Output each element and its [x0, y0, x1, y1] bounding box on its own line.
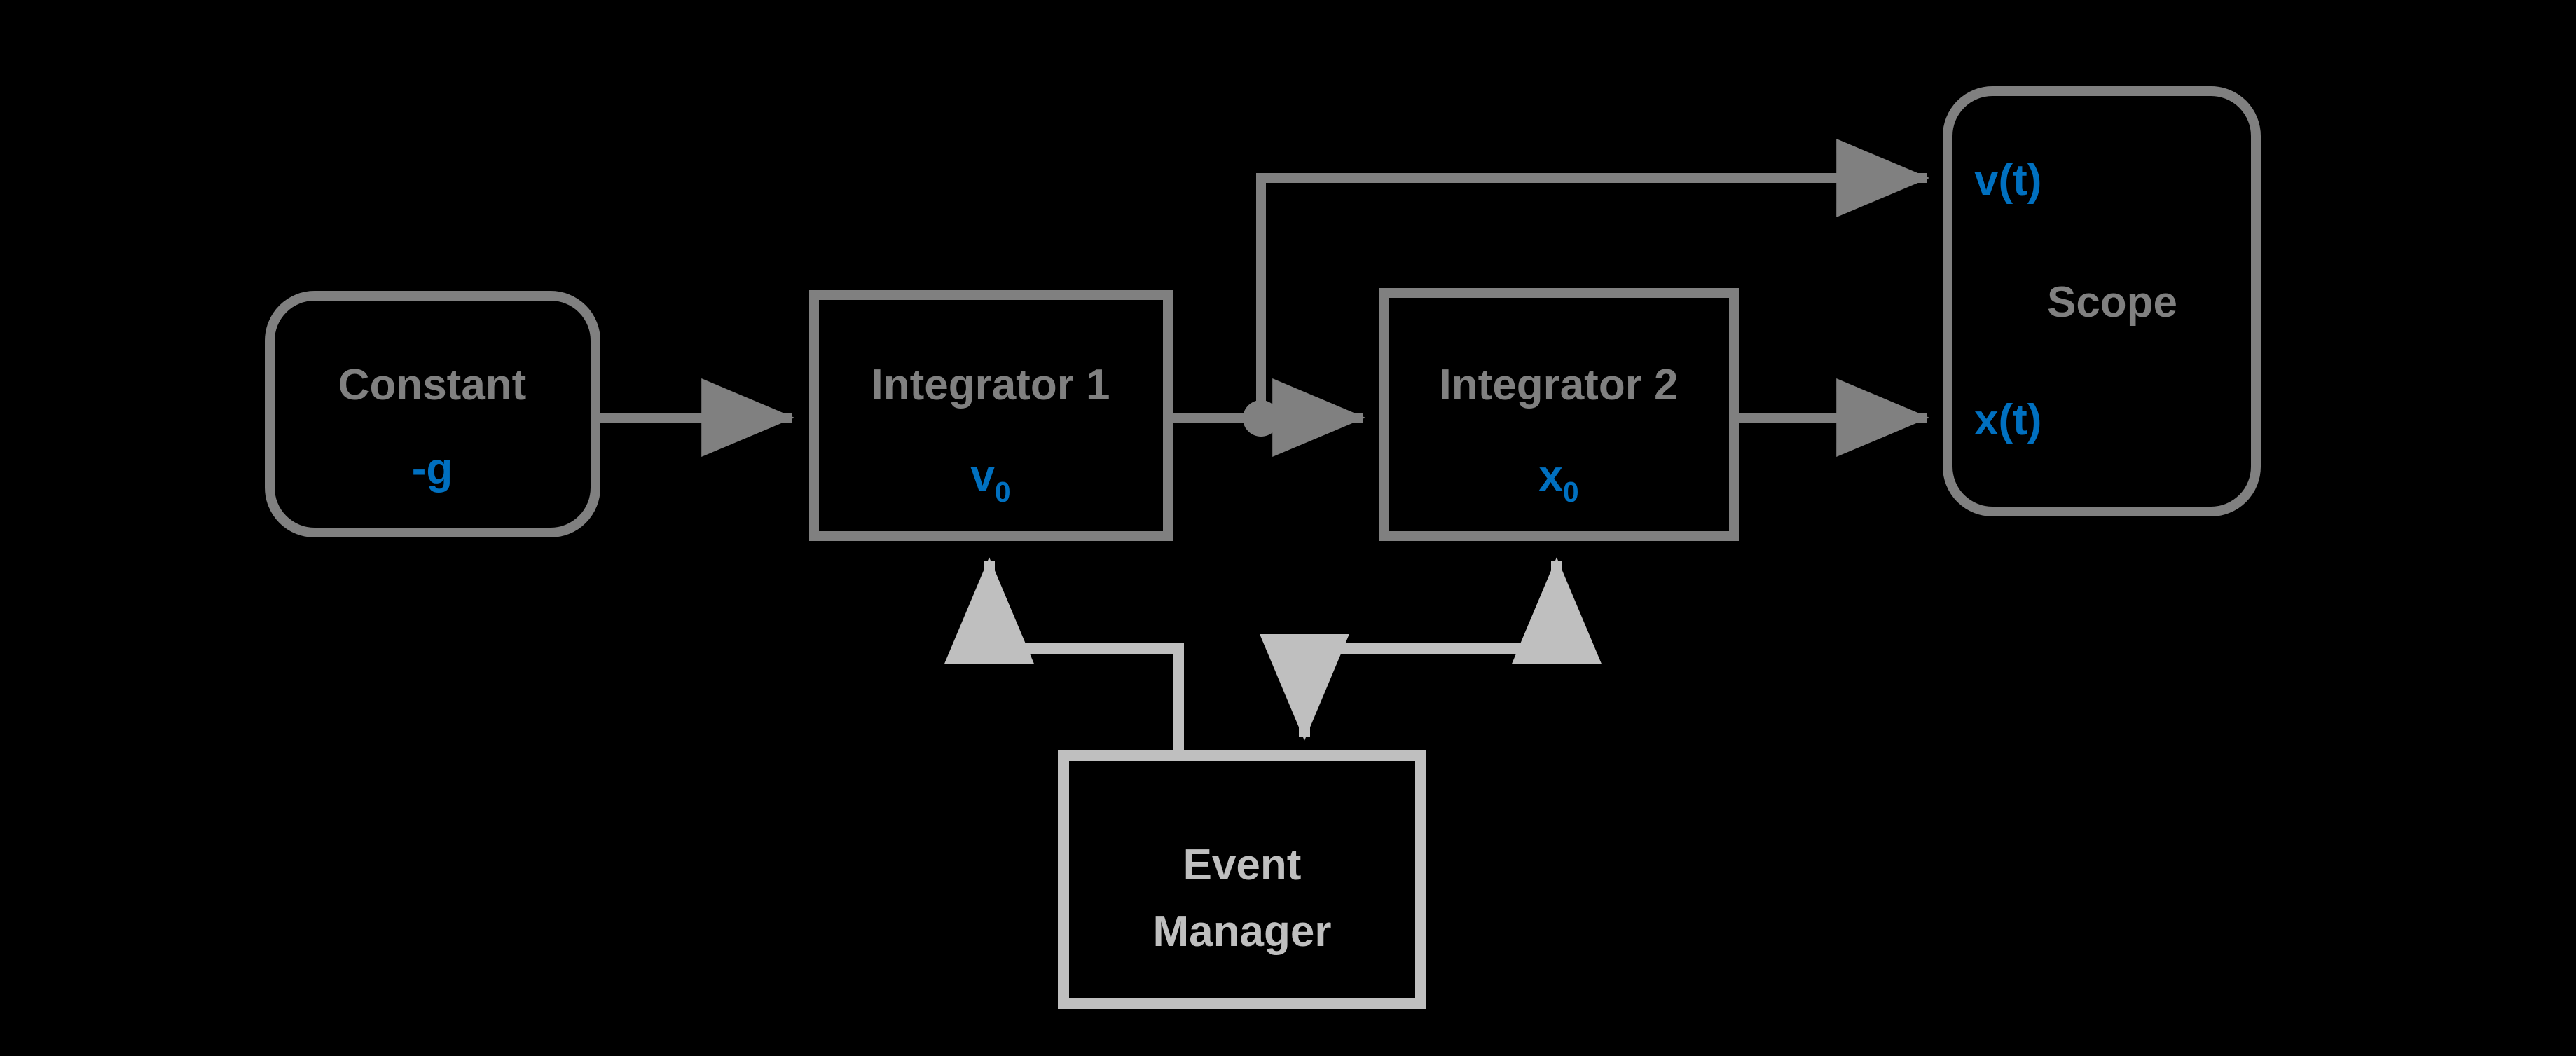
integrator-2-block-param: x0: [1538, 452, 1578, 508]
integrator-2-block-label: Integrator 2: [1439, 361, 1678, 409]
integrator-2-block[interactable]: Integrator 2 x0: [1379, 288, 1739, 541]
integrator-1-block-label: Integrator 1: [871, 361, 1110, 409]
scope-block-label: Scope: [2047, 278, 2177, 327]
integrator-1-block[interactable]: Integrator 1 v0: [809, 290, 1173, 541]
scope-port-v-of-t-label: v(t): [1974, 156, 2041, 205]
event-manager-block-outline: [1058, 750, 1426, 1009]
integrator-2-param-base: x: [1538, 452, 1563, 500]
integrator-1-block-outline: [809, 290, 1173, 541]
feedback-line-to-integrator1: [944, 557, 1184, 755]
integrator-1-param-subscript: 0: [995, 476, 1011, 508]
constant-block-param: -g: [412, 445, 453, 493]
signal-line-junction-to-scope-v: [1256, 139, 1930, 418]
event-manager-label-line2: Manager: [1153, 907, 1332, 956]
constant-block-label: Constant: [338, 361, 527, 409]
scope-port-x-of-t-label: x(t): [1974, 396, 2041, 444]
event-manager-label-line1: Event: [1183, 841, 1302, 889]
signal-junction-dot: [1243, 400, 1279, 437]
event-manager-block[interactable]: Event Manager: [1058, 750, 1426, 1009]
integrator-1-param-base: v: [970, 452, 995, 500]
scope-block[interactable]: v(t) Scope x(t): [1943, 86, 2261, 516]
connection-event-manager-to-integrator2: [1260, 557, 1602, 741]
feedback-line-to-integrator2: [1299, 557, 1602, 732]
integrator-2-param-subscript: 0: [1563, 476, 1579, 508]
scope-block-outline: [1943, 86, 2261, 516]
connection-junction-to-scope-v: [1256, 139, 1930, 418]
constant-block-outline: [265, 291, 600, 537]
connection-event-manager-to-integrator1: [944, 557, 1184, 755]
integrator-2-block-outline: [1379, 288, 1739, 541]
constant-block[interactable]: Constant -g: [265, 291, 600, 537]
integrator-1-block-param: v0: [970, 452, 1010, 508]
